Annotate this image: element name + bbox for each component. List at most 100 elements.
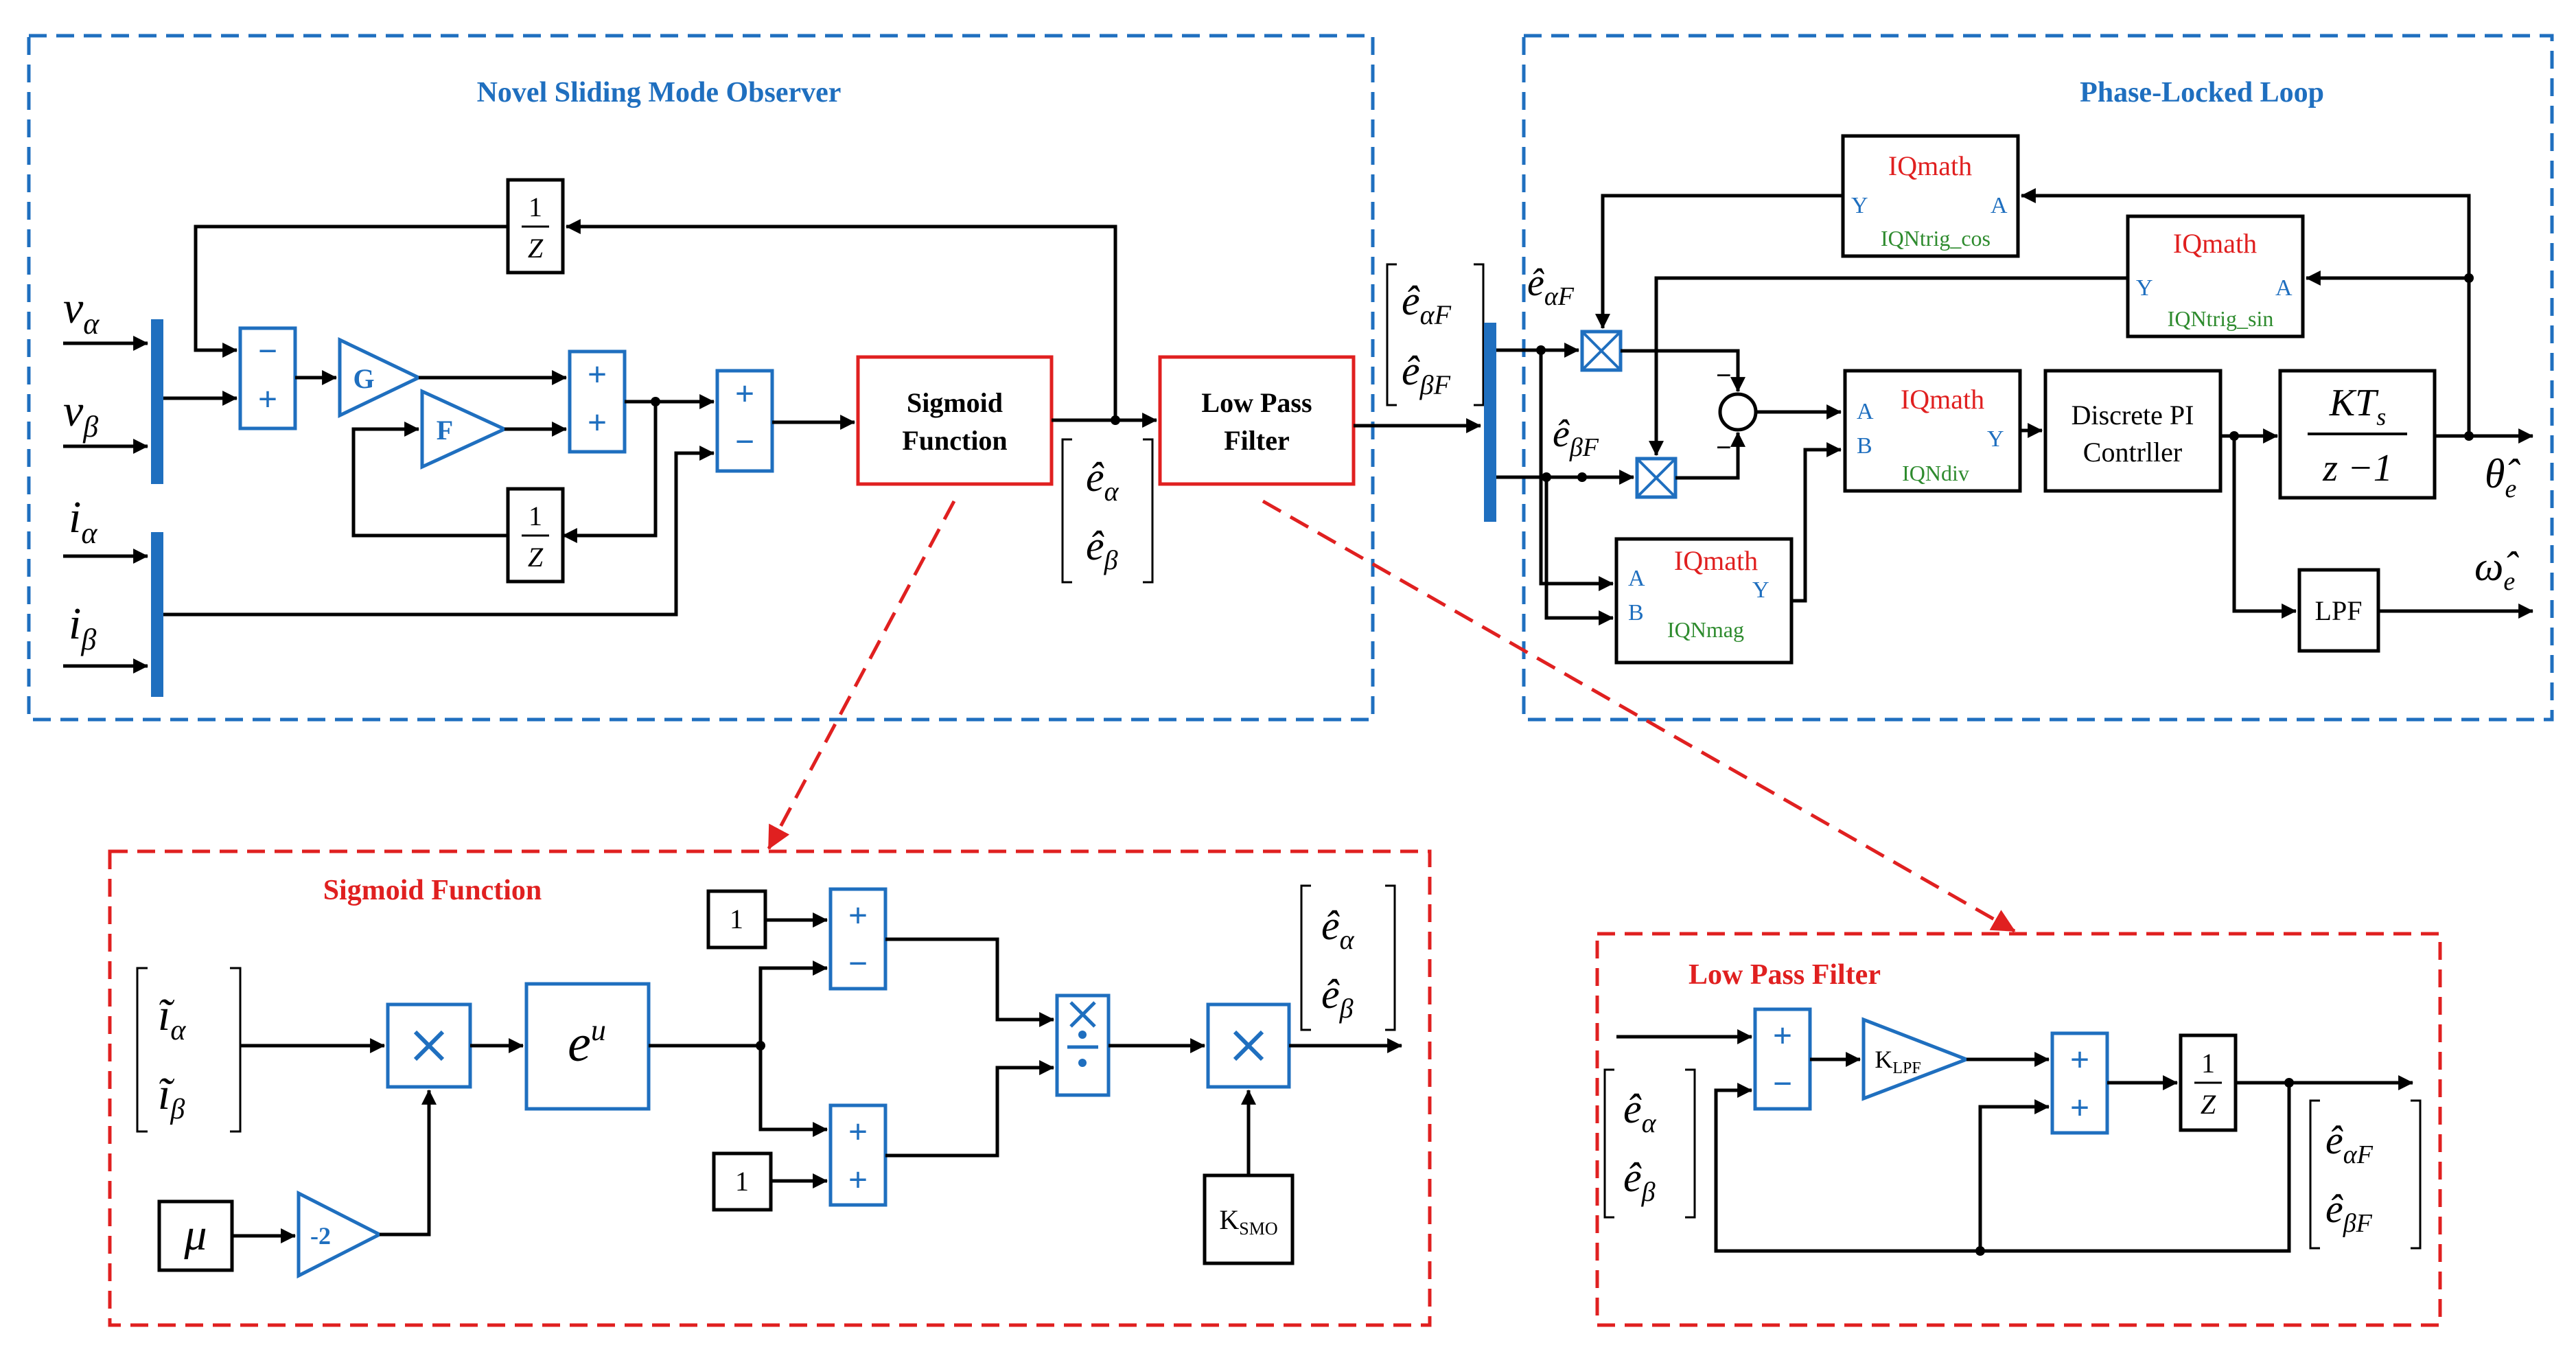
pll-region-frame [1522,34,2554,722]
svg-text:+: + [588,355,607,393]
zoom-arrow-lpf [1262,499,2016,933]
svg-text:1: 1 [2201,1048,2215,1079]
gain-klpf-label: KLPF [1875,1046,1921,1077]
demux-ef [1484,323,1496,522]
sigmoid-title: Sigmoid Function [323,875,542,906]
smo-title: Novel Sliding Mode Observer [477,77,842,108]
sum3-block [715,369,774,473]
iqn-trig-cos-block[interactable] [1841,134,2020,258]
svg-text:+: + [258,380,278,418]
gain-neg2 [297,1190,384,1279]
svg-text:B: B [1857,433,1872,459]
svg-text:−: − [735,422,755,461]
pll-sum-junction [1718,392,1758,432]
svg-text:Sigmoid: Sigmoid [907,387,1003,418]
svg-text:êα: êα [1086,455,1119,507]
svg-text:1: 1 [735,1166,749,1197]
svg-text:IQNtrig_cos: IQNtrig_cos [1881,226,1991,251]
svg-text:êα: êα [1623,1086,1657,1138]
svg-text:+: + [1773,1016,1793,1055]
svg-text:+: + [2070,1088,2090,1127]
e-hat-vector: êα êβ [1061,438,1154,584]
input-i-beta: iβ [69,599,96,656]
pll-title: Phase-Locked Loop [2080,77,2324,108]
svg-text:êβ: êβ [1321,972,1354,1024]
label-e-alphaF: êαF [1527,262,1575,311]
svg-text:+: + [588,403,607,441]
svg-text:−: − [1716,360,1732,391]
svg-text:Z: Z [528,233,544,264]
iqn-mag-block[interactable] [1614,537,1794,665]
gain-f [420,389,509,470]
svg-text:A: A [2275,275,2293,301]
svg-text:IQNtrig_sin: IQNtrig_sin [2168,306,2274,331]
svg-text:1: 1 [730,904,743,934]
gain-g [338,337,423,418]
sigmoid-sum-a [828,887,887,991]
svg-text:IQmath: IQmath [2173,228,2257,259]
svg-text:B: B [1628,600,1644,625]
svg-text:1: 1 [529,192,542,222]
lpf-region-frame [1595,932,2442,1327]
svg-text:Y: Y [1987,426,2004,452]
smo-region-frame [27,34,1375,722]
svg-text:−: − [1773,1064,1793,1103]
output-omega-e: ω̂e [2474,544,2519,596]
svg-text:êβ: êβ [1086,523,1118,575]
svg-text:−: − [1716,432,1732,463]
svg-text:Y: Y [1851,193,1868,218]
label-e-betaF: êβF [1553,413,1599,462]
sigmoid-function-block[interactable] [856,355,1054,486]
iqn-trig-sin-block[interactable] [2126,214,2305,338]
iqn-div-block[interactable] [1843,369,2022,493]
integrator-numerator: KTs [2329,382,2387,430]
svg-text:−: − [848,944,868,982]
svg-text:+: + [2070,1040,2090,1079]
discrete-pi-controller-block[interactable] [2043,369,2223,493]
svg-text:+: + [848,1160,868,1199]
svg-text:A: A [1628,566,1645,591]
svg-text:IQmath: IQmath [1888,150,1972,181]
svg-text:Filter: Filter [1224,425,1290,456]
sum2-block [568,349,627,454]
svg-text:ĩβ: ĩβ [158,1069,185,1125]
e-hat-filtered-vector: êαF êβF [1386,263,1485,406]
svg-text:G: G [353,363,374,394]
ksmo-label: KSMO [1219,1204,1277,1239]
mult-div-block [1055,993,1111,1097]
svg-text:Y: Y [2136,275,2153,301]
svg-text:Z: Z [2201,1089,2216,1120]
input-i-alpha: iα [69,492,97,550]
svg-text:ĩα: ĩα [158,990,186,1046]
lpf-sum-b [2050,1031,2109,1135]
svg-text:êβ: êβ [1623,1155,1656,1207]
svg-text:Function: Function [902,425,1007,456]
svg-text:IQNmag: IQNmag [1667,617,1744,642]
exp-label: eu [568,1013,606,1072]
lpf-output-vector: êαF êβF [2309,1099,2422,1250]
svg-text:A: A [1991,193,2008,218]
sigmoid-output-vector: êα êβ [1300,884,1396,1031]
input-v-beta: vβ [63,386,98,444]
svg-text:−: − [258,332,278,370]
zoom-arrow-sigmoid [767,500,956,850]
input-v-alpha: vα [63,283,100,341]
svg-text:Y: Y [1752,577,1769,603]
svg-text:IQmath: IQmath [1674,545,1758,576]
multiplier-beta-sin [1635,457,1678,499]
svg-text:A: A [1857,399,1874,424]
svg-text:Z: Z [528,542,544,573]
svg-text:IQNdiv: IQNdiv [1902,461,1969,485]
svg-text:μ: μ [183,1210,207,1260]
const-one-bottom [712,1151,773,1212]
svg-text:+: + [848,1112,868,1151]
svg-text:Low Pass: Low Pass [1201,387,1312,418]
low-pass-filter-block[interactable] [1158,355,1356,486]
lpf-input-vector: êα êβ [1603,1068,1696,1219]
svg-text:êα: êα [1321,903,1355,955]
sigmoid-region-frame [108,849,1432,1327]
svg-text:êαF: êαF [1402,278,1452,330]
svg-text:IQmath: IQmath [1901,384,1984,415]
svg-text:z −1: z −1 [2322,447,2393,490]
